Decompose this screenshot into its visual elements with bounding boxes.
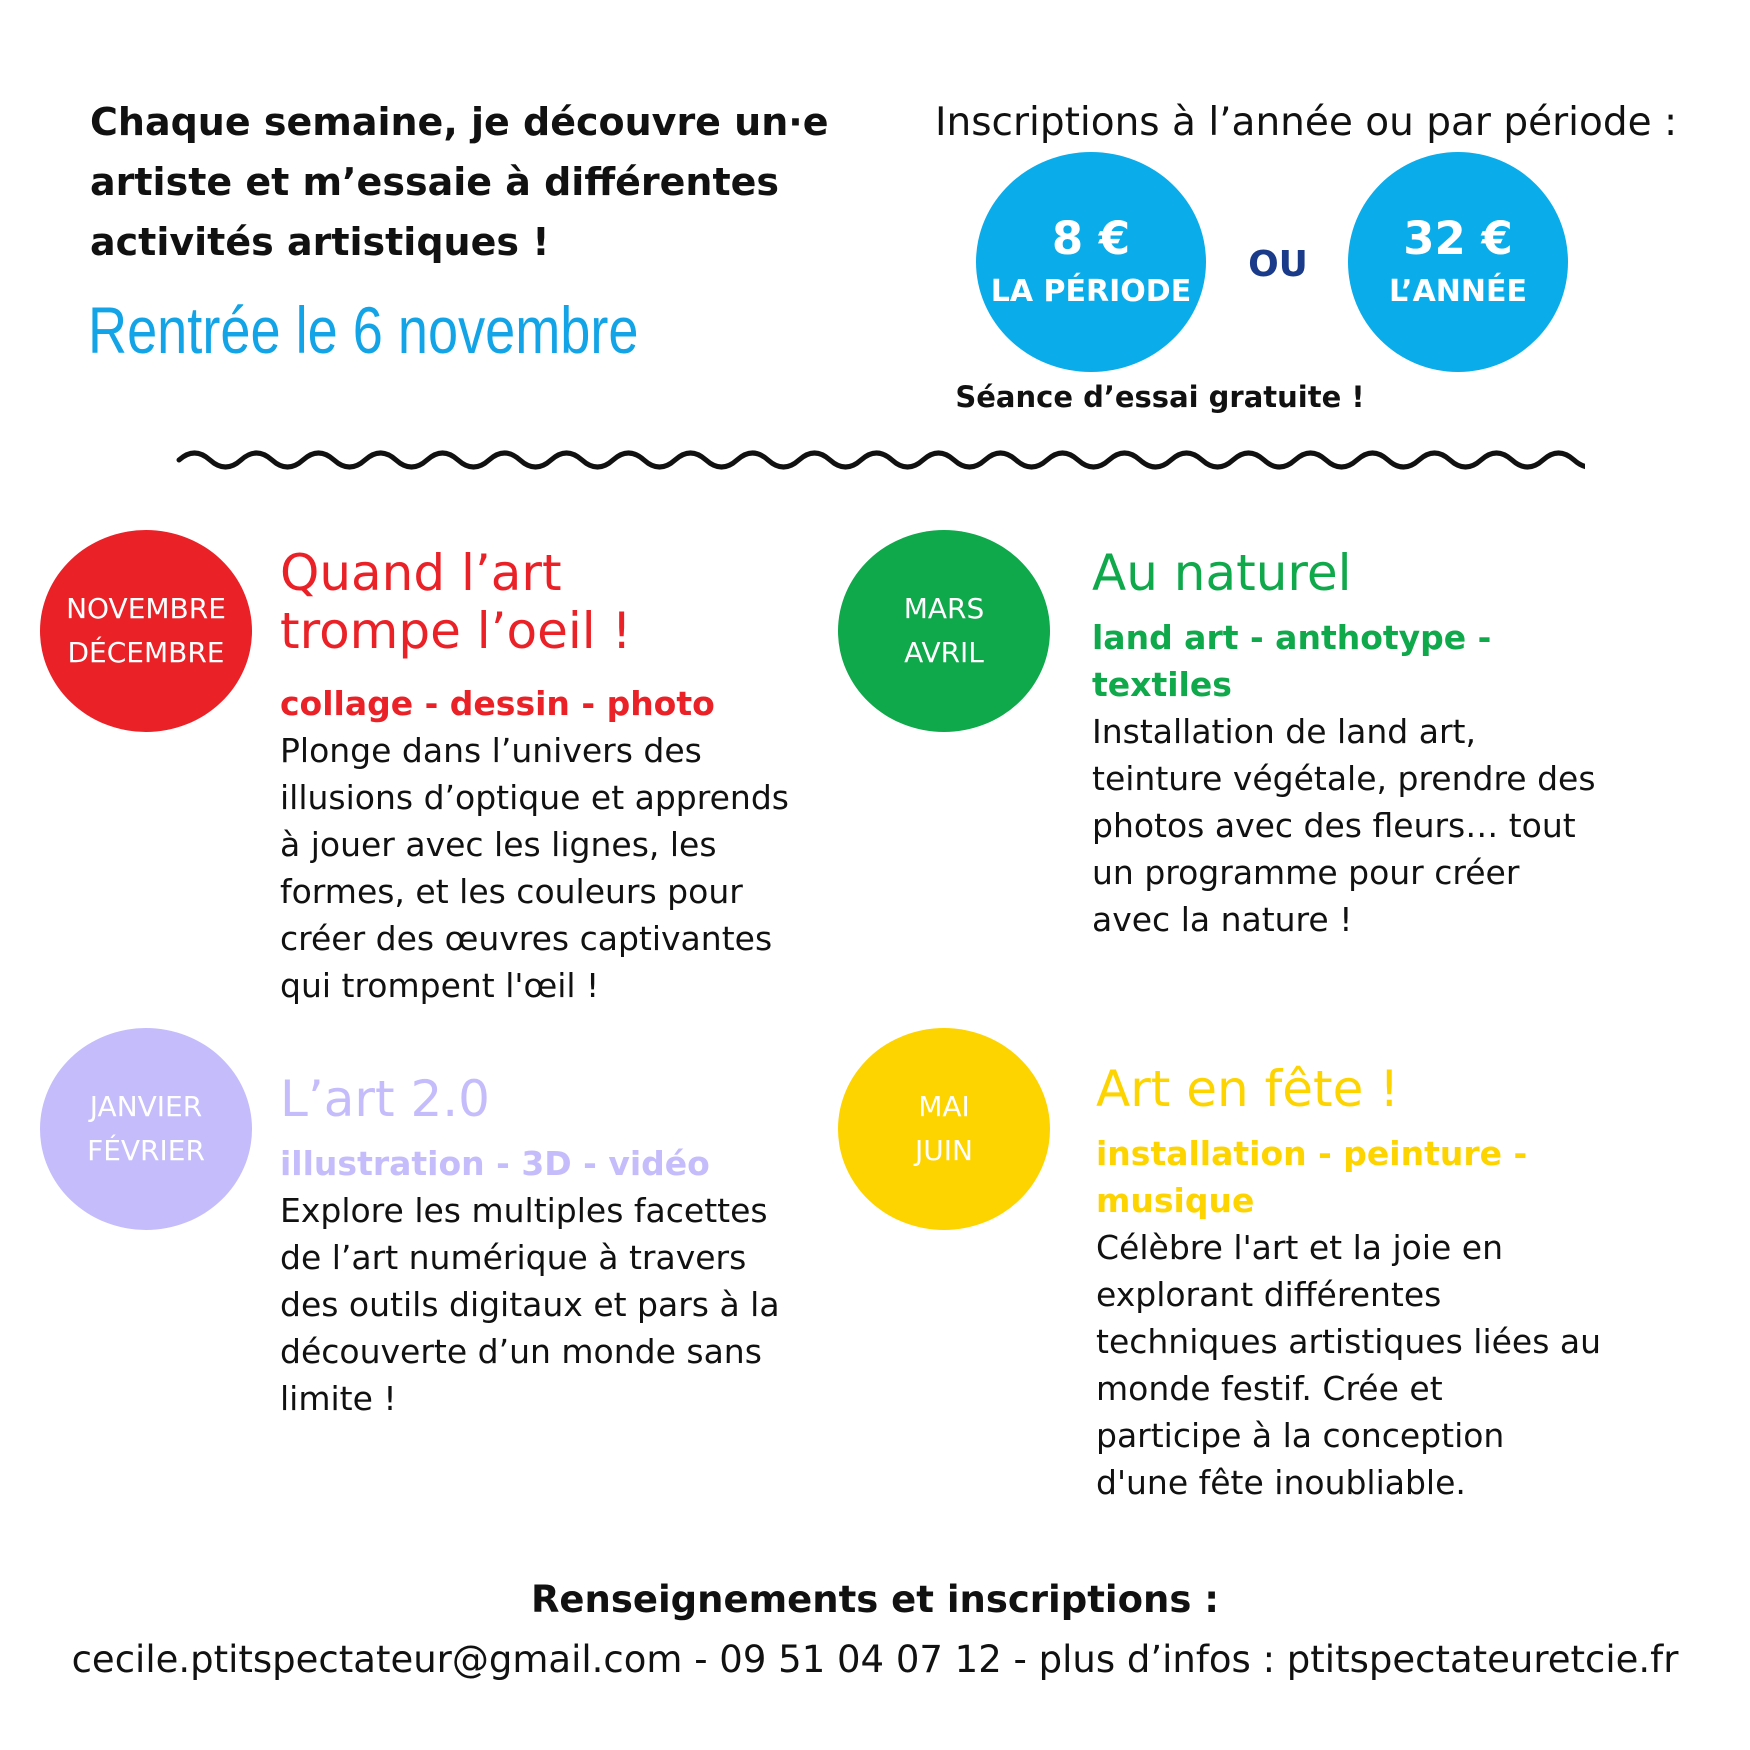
section-description: Installation de land art, teinture végét… xyxy=(1092,708,1732,943)
section-description: Célèbre l'art et la joie en explorant di… xyxy=(1096,1224,1736,1506)
month-label: JANVIER xyxy=(89,1090,203,1123)
section-techniques: illustration - 3D - vidéo xyxy=(280,1144,710,1183)
section-trompe-oeil: Quand l’art trompe l’oeil ! collage - de… xyxy=(280,544,840,1009)
desc-line: Plonge dans l’univers des xyxy=(280,731,702,770)
desc-line: formes, et les couleurs pour xyxy=(280,872,743,911)
technique-line: land art - anthotype - xyxy=(1092,618,1492,657)
month-label: JUIN xyxy=(915,1134,973,1167)
price-separator: OU xyxy=(1248,244,1308,285)
desc-line: participe à la conception xyxy=(1096,1416,1505,1455)
price-period: L’ANNÉE xyxy=(1388,274,1528,309)
months-badge-mar-avr: MARS AVRIL xyxy=(838,530,1050,732)
contact-details: cecile.ptitspectateur@gmail.com - 09 51 … xyxy=(71,1638,1679,1681)
desc-line: limite ! xyxy=(280,1379,397,1418)
section-description: Explore les multiples facettes de l’art … xyxy=(280,1187,840,1422)
free-trial-note: Séance d’essai gratuite ! xyxy=(955,380,1365,414)
desc-line: d'une fête inoubliable. xyxy=(1096,1463,1466,1502)
month-label: MARS xyxy=(903,592,985,625)
section-techniques: installation - peinture - musique xyxy=(1096,1130,1736,1224)
desc-line: découverte d’un monde sans xyxy=(280,1332,762,1371)
month-label: DÉCEMBRE xyxy=(67,636,225,669)
desc-line: à jouer avec les lignes, les xyxy=(280,825,717,864)
months-badge-nov-dec: NOVEMBRE DÉCEMBRE xyxy=(40,530,252,732)
section-title: L’art 2.0 xyxy=(280,1070,490,1128)
desc-line: des outils digitaux et pars à la xyxy=(280,1285,780,1324)
desc-line: explorant différentes xyxy=(1096,1275,1442,1314)
contact-title: Renseignements et inscriptions : xyxy=(530,1578,1220,1621)
section-title: Au naturel xyxy=(1092,544,1352,602)
desc-line: Célèbre l'art et la joie en xyxy=(1096,1228,1504,1267)
intro-text: Chaque semaine, je découvre un·e artiste… xyxy=(90,92,910,272)
price-amount: 32 € xyxy=(1403,212,1513,265)
technique-line: installation - peinture - xyxy=(1096,1134,1528,1173)
price-year-badge: 32 € L’ANNÉE xyxy=(1348,152,1568,372)
section-title: Quand l’art trompe l’oeil ! xyxy=(280,544,840,660)
desc-line: illusions d’optique et apprends xyxy=(280,778,789,817)
desc-line: teinture végétale, prendre des xyxy=(1092,759,1596,798)
desc-line: qui trompent l'œil ! xyxy=(280,966,600,1005)
rentree-date: Rentrée le 6 novembre xyxy=(88,293,639,367)
wavy-divider xyxy=(176,450,1585,470)
section-art-numerique: L’art 2.0 illustration - 3D - vidéo Expl… xyxy=(280,1070,840,1422)
section-au-naturel: Au naturel land art - anthotype - textil… xyxy=(1092,544,1732,943)
section-description: Plonge dans l’univers des illusions d’op… xyxy=(280,727,840,1009)
desc-line: de l’art numérique à travers xyxy=(280,1238,747,1277)
desc-line: créer des œuvres captivantes xyxy=(280,919,773,958)
desc-line: Explore les multiples facettes xyxy=(280,1191,768,1230)
desc-line: avec la nature ! xyxy=(1092,900,1353,939)
desc-line: Installation de land art, xyxy=(1092,712,1476,751)
month-label: AVRIL xyxy=(904,636,984,669)
technique-line: textiles xyxy=(1092,665,1232,704)
months-badge-jan-fev: JANVIER FÉVRIER xyxy=(40,1028,252,1230)
months-badge-mai-juin: MAI JUIN xyxy=(838,1028,1050,1230)
technique-line: musique xyxy=(1096,1181,1255,1220)
desc-line: photos avec des fleurs… tout xyxy=(1092,806,1576,845)
desc-line: techniques artistiques liées au xyxy=(1096,1322,1602,1361)
month-label: NOVEMBRE xyxy=(66,592,226,625)
section-art-en-fete: Art en fête ! installation - peinture - … xyxy=(1096,1060,1736,1506)
month-label: FÉVRIER xyxy=(87,1134,205,1167)
title-line: Quand l’art xyxy=(280,544,562,602)
month-label: MAI xyxy=(918,1090,970,1123)
section-techniques: land art - anthotype - textiles xyxy=(1092,614,1732,708)
intro-line: Chaque semaine, je découvre un·e xyxy=(90,100,829,144)
price-amount: 8 € xyxy=(1051,212,1131,265)
pricing-label: Inscriptions à l’année ou par période : xyxy=(935,100,1678,145)
intro-line: artiste et m’essaie à différentes xyxy=(90,160,780,204)
price-period-badge: 8 € LA PÉRIODE xyxy=(976,152,1206,372)
section-techniques: collage - dessin - photo xyxy=(280,684,715,723)
price-period: LA PÉRIODE xyxy=(990,274,1192,309)
desc-line: un programme pour créer xyxy=(1092,853,1520,892)
desc-line: monde festif. Crée et xyxy=(1096,1369,1443,1408)
section-title: Art en fête ! xyxy=(1096,1060,1400,1118)
title-line: trompe l’oeil ! xyxy=(280,602,632,660)
intro-line: activités artistiques ! xyxy=(90,220,550,264)
